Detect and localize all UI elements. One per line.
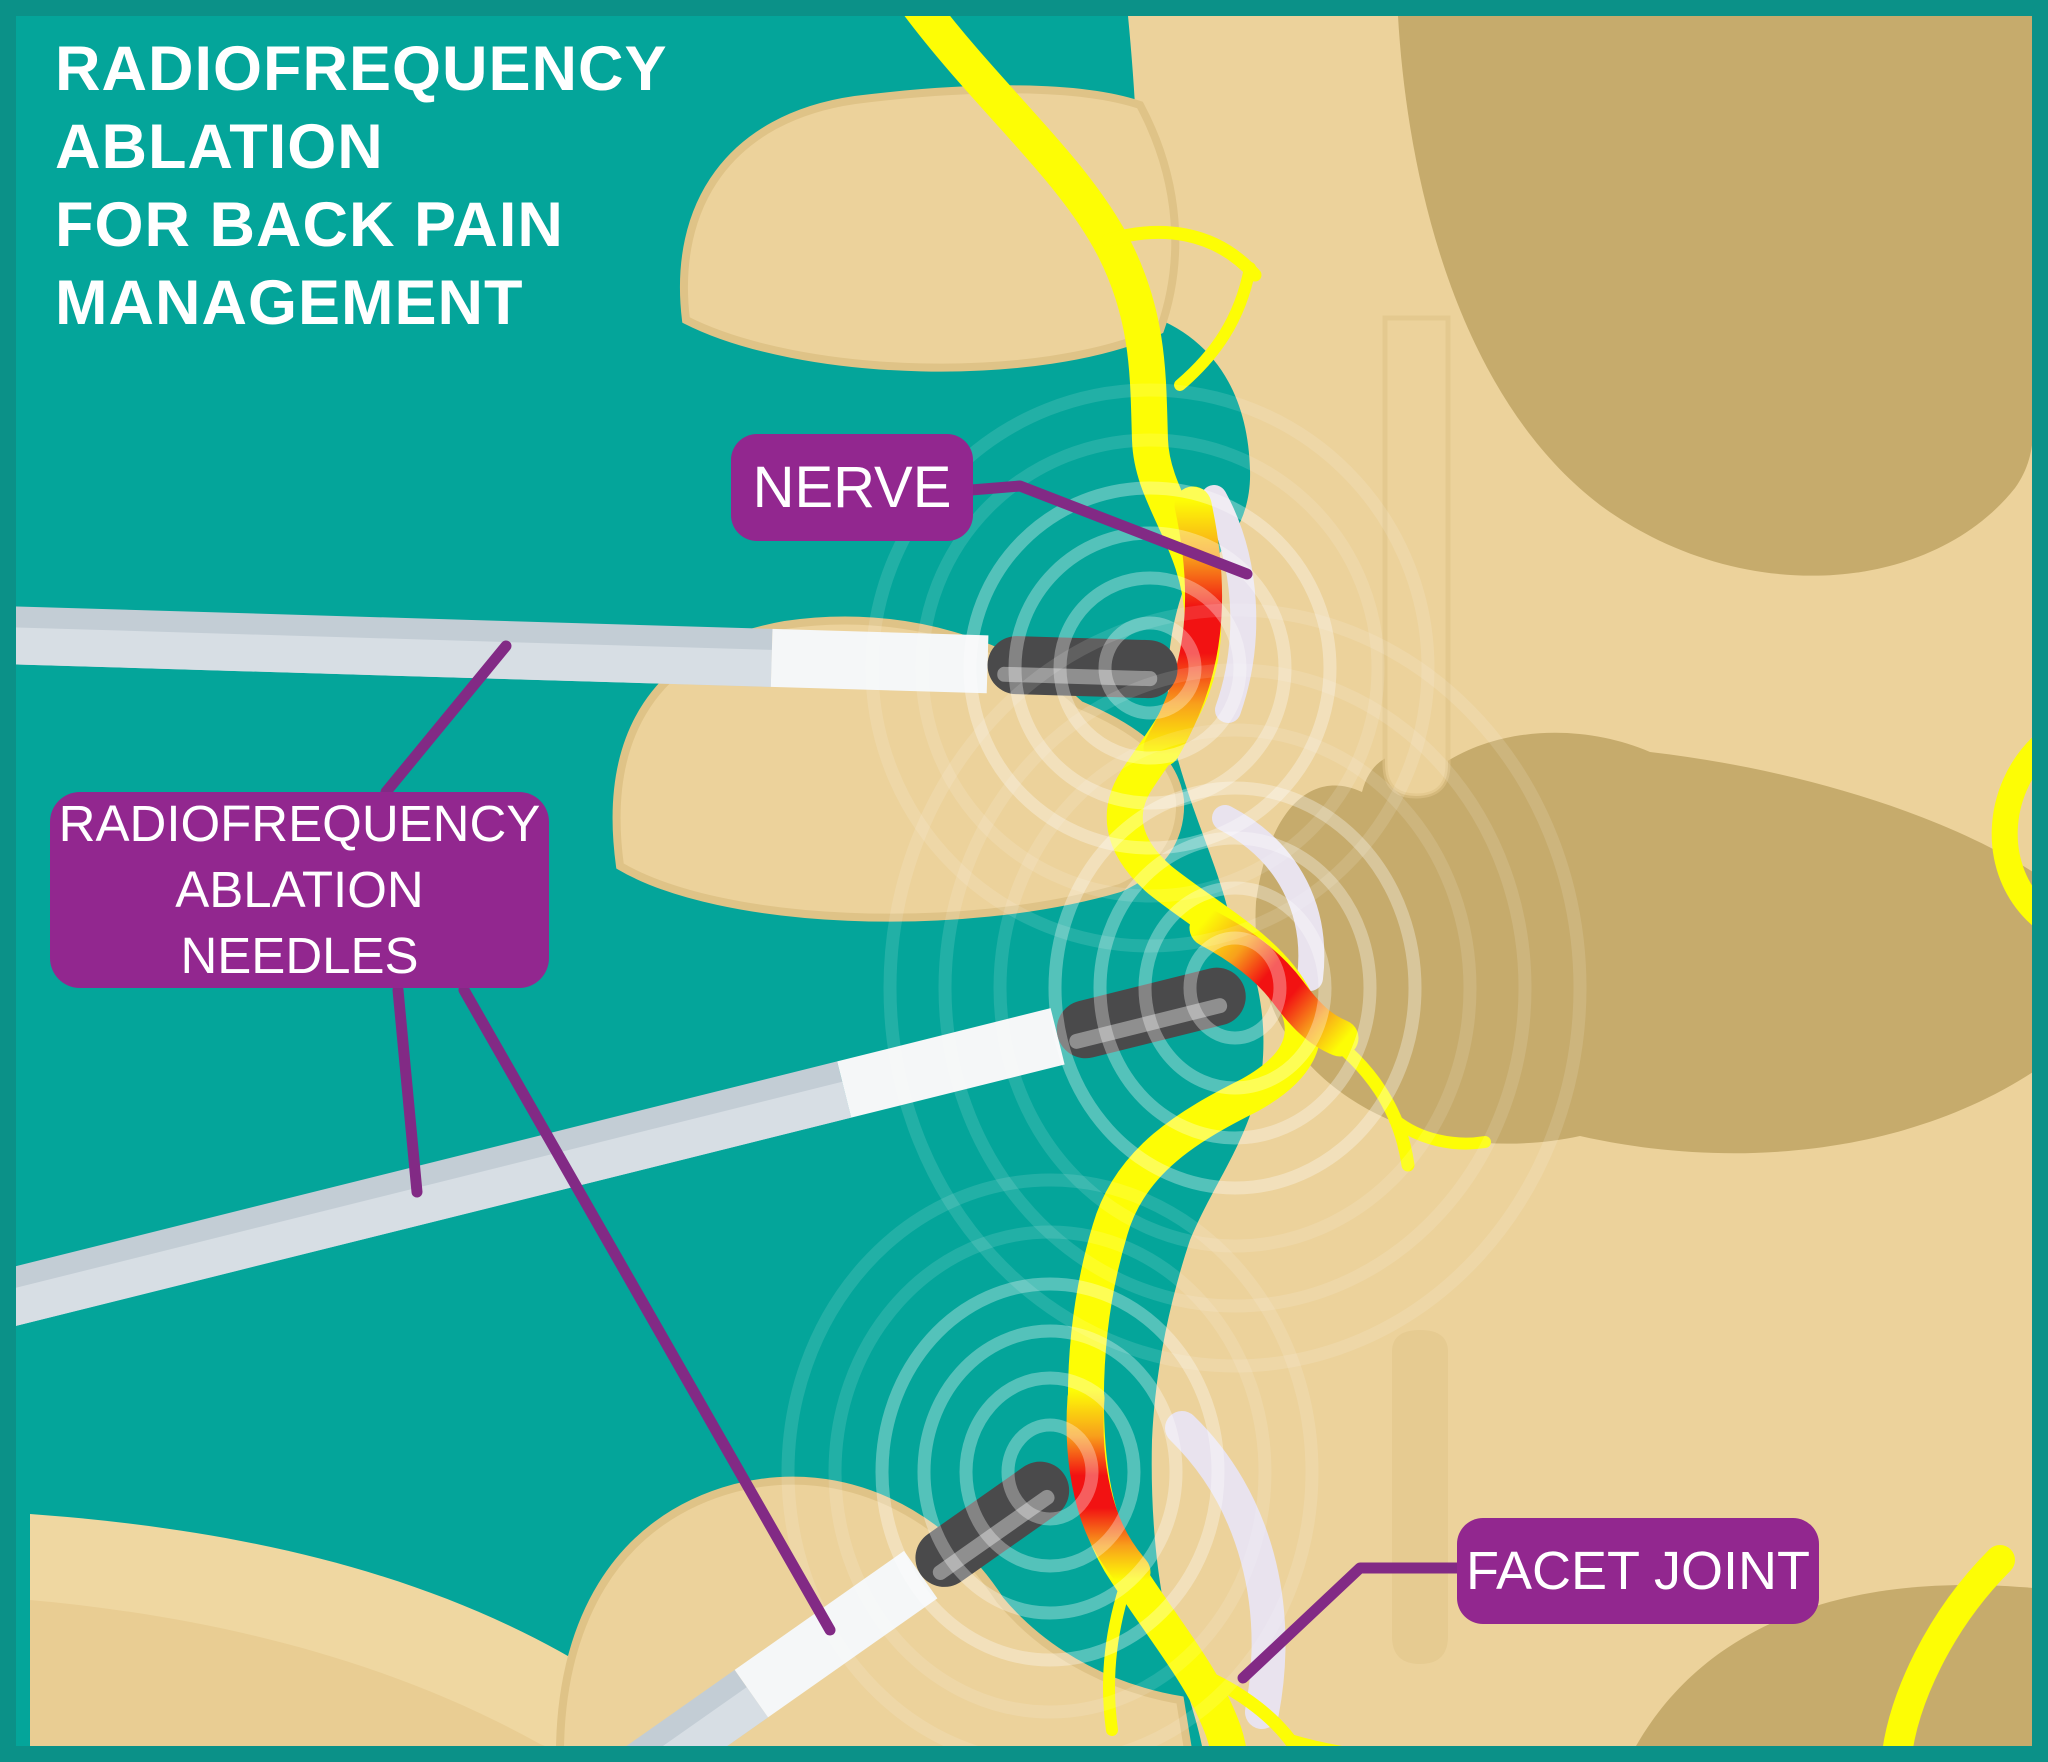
title-line-2: ABLATION [55,112,384,182]
needles-connector-line-middle [392,984,423,1198]
needles-connector-line-bottom [458,984,836,1636]
needle-middle [0,967,1246,1333]
needle-top [0,605,1178,699]
title-line-3: FOR BACK PAIN [55,190,564,260]
nerve-label-text: NERVE [752,455,952,520]
needles-label-line-1: RADIOFREQUENCY [58,795,541,852]
ablation-hot-spot-middle [1189,909,1359,1057]
nerve-branch-bottom-right [1881,1545,2015,1762]
nerve-branch-bottom-left [1102,1572,1134,1736]
facet-joint-band-lower [1165,1411,1286,1729]
title-line-4: MANAGEMENT [55,268,524,338]
nerve-label: NERVE [731,434,973,541]
nerve-branch-top [1101,225,1262,282]
spinous-channel-lower [1392,1330,1448,1664]
facet-joint-label-text: FACET JOINT [1465,1541,1811,1601]
needles-connector-line-top [380,640,512,798]
vertebra-shadow-middle [1255,732,2033,1154]
page-title: RADIOFREQUENCY ABLATION FOR BACK PAIN MA… [55,30,668,342]
facet-joint-band-upper [1201,485,1257,723]
title-line-1: RADIOFREQUENCY [55,34,668,104]
facet-joint-band-middle [1212,805,1325,991]
vertebra-shadow-top [1398,16,2033,576]
nerve-branch-right-edge [1991,732,2048,928]
ripples-middle [883,603,1587,1373]
spinous-channel-upper [1382,315,1451,799]
sacrum-inner-curve [30,1600,545,1746]
facet-joint-label: FACET JOINT [1457,1518,1819,1624]
nerve-branch-top-fork [1174,262,1256,391]
facet-connector-line [1237,1562,1463,1684]
needles-label: RADIOFREQUENCY ABLATION NEEDLES [50,792,549,988]
nerve-connector-line [965,480,1253,580]
nerve-branch-middle-fork [1389,1114,1491,1150]
ablation-hot-spot-bottom [1066,1379,1151,1591]
ripples-bottom [781,1173,1319,1762]
needles-label-line-2: ABLATION NEEDLES [175,861,424,984]
